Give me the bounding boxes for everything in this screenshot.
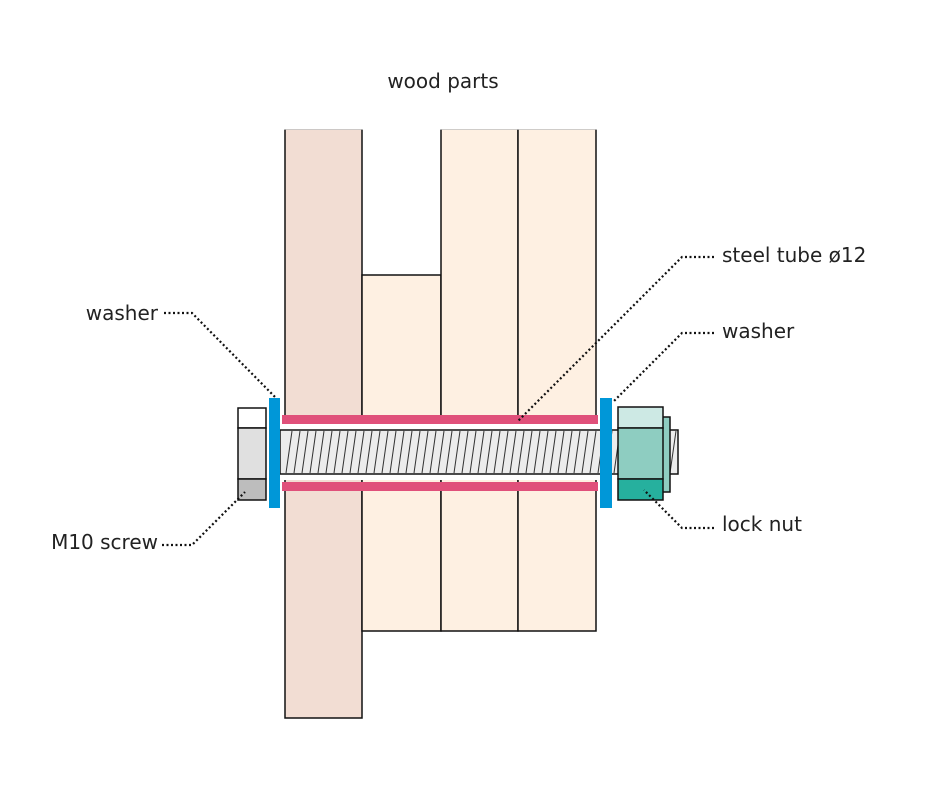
label-steel-tube: steel tube ø12	[722, 243, 866, 267]
thread-line	[381, 430, 389, 474]
thread-line	[565, 430, 573, 474]
thread-line	[389, 430, 397, 474]
washer-right	[600, 398, 612, 508]
leader-m10-screw	[162, 491, 246, 547]
thread-line	[573, 430, 581, 474]
thread-line	[493, 430, 501, 474]
thread-line	[365, 430, 373, 474]
thread-line	[357, 430, 365, 474]
steel-tube-bottom	[282, 482, 598, 491]
thread-line	[581, 430, 589, 474]
label-m10-screw: M10 screw	[51, 530, 158, 554]
leader-steel-tube	[517, 255, 714, 422]
thread-line	[421, 430, 429, 474]
title-wood-parts: wood parts	[387, 69, 498, 93]
thread-line	[413, 430, 421, 474]
thread-line	[533, 430, 541, 474]
label-washer-right: washer	[722, 319, 795, 343]
steel-tube-top	[282, 415, 598, 424]
thread-line	[429, 430, 437, 474]
thread-line	[285, 430, 293, 474]
label-washer-left: washer	[86, 301, 159, 325]
thread-line	[469, 430, 477, 474]
lock-nut	[617, 406, 671, 501]
wood-board-right-1	[440, 128, 519, 632]
top-cut-mask	[284, 120, 598, 130]
thread-line	[509, 430, 517, 474]
thread-line	[333, 430, 341, 474]
leader-lock-nut	[643, 489, 714, 530]
thread-line	[397, 430, 405, 474]
thread-line	[541, 430, 549, 474]
thread-line	[669, 430, 677, 474]
thread-line	[373, 430, 381, 474]
thread-line	[525, 430, 533, 474]
m10-screw-head	[237, 407, 267, 501]
wood-board-right-2	[517, 128, 597, 632]
thread-line	[445, 430, 453, 474]
thread-line	[325, 430, 333, 474]
thread-line	[517, 430, 525, 474]
thread-line	[301, 430, 309, 474]
thread-line	[477, 430, 485, 474]
leader-washer-left	[164, 311, 277, 399]
washer-left	[269, 398, 280, 508]
thread-line	[317, 430, 325, 474]
thread-line	[589, 430, 597, 474]
leader-lines	[162, 255, 714, 547]
thread-line	[341, 430, 349, 474]
leader-washer-right	[613, 331, 714, 402]
thread-line	[349, 430, 357, 474]
thread-line	[501, 430, 509, 474]
thread-line	[293, 430, 301, 474]
thread-line	[453, 430, 461, 474]
thread-line	[309, 430, 317, 474]
label-lock-nut: lock nut	[722, 512, 802, 536]
thread-line	[437, 430, 445, 474]
thread-line	[485, 430, 493, 474]
thread-line	[549, 430, 557, 474]
thread-line	[405, 430, 413, 474]
thread-line	[461, 430, 469, 474]
thread-line	[557, 430, 565, 474]
